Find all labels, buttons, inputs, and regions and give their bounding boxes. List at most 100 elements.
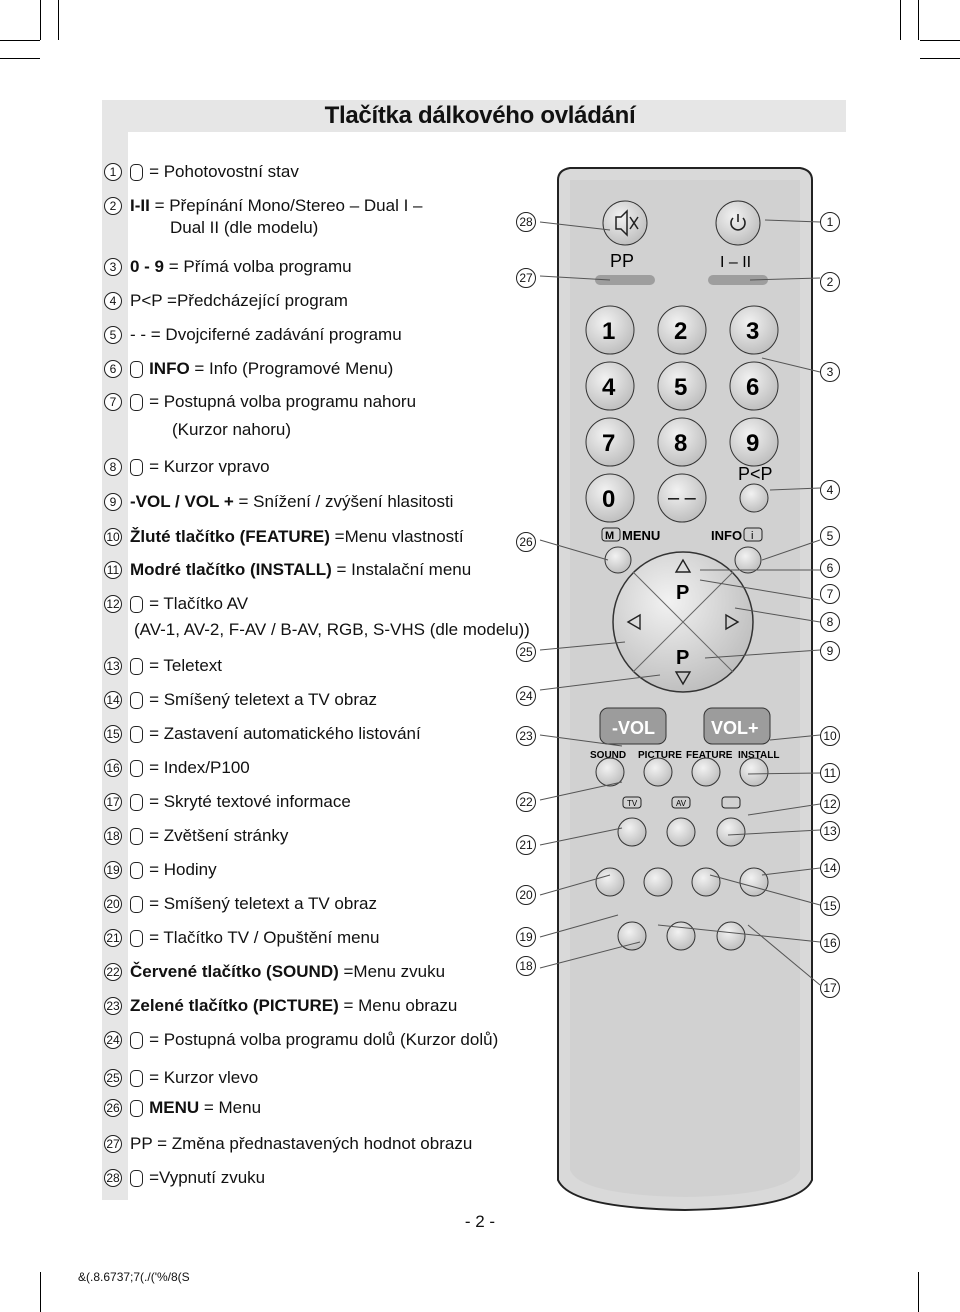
legend-continuation: (AV-1, AV-2, F-AV / B-AV, RGB, S-VHS (dl… — [134, 620, 530, 639]
power-icon — [130, 163, 144, 181]
legend-bold: Žluté tlačítko (FEATURE) — [130, 527, 330, 546]
legend-item: 24 = Postupná volba programu dolů (Kurzo… — [104, 1026, 498, 1054]
item-number: 9 — [104, 493, 122, 511]
install-button — [739, 757, 769, 787]
info-button — [734, 546, 762, 574]
item-number: 26 — [104, 1099, 122, 1117]
callout-number: 18 — [516, 956, 536, 976]
number-column-background — [102, 100, 128, 1200]
mix-button — [739, 867, 769, 897]
av-label: AV — [676, 799, 687, 808]
legend-bold: MENU — [149, 1098, 200, 1117]
digit-button-9 — [729, 417, 779, 467]
legend-item: 28 =Vypnutí zvuku — [104, 1164, 265, 1192]
sound-label: SOUND — [590, 750, 626, 761]
feature-button — [691, 757, 721, 787]
digit-button-6 — [729, 361, 779, 411]
vol-minus-button — [599, 707, 667, 745]
digit-button-8 — [657, 417, 707, 467]
av-button — [666, 817, 696, 847]
callout-number: 2 — [820, 272, 840, 292]
digit-label: 1 — [602, 318, 615, 345]
reveal-icon — [130, 793, 144, 811]
item-number: 12 — [104, 595, 122, 613]
size-icon — [130, 827, 144, 845]
callout-number: 14 — [820, 858, 840, 878]
digit-label: 8 — [674, 430, 687, 457]
standby-button — [715, 200, 761, 246]
item-number: 24 — [104, 1031, 122, 1049]
legend-item: 21 = Tlačítko TV / Opuštění menu — [104, 924, 379, 952]
mix-icon — [130, 691, 144, 709]
item-number: 21 — [104, 929, 122, 947]
hold-icon — [130, 725, 144, 743]
av-icon — [130, 595, 144, 613]
p-down-icon — [130, 1031, 144, 1049]
legend-text: =Menu zvuku — [338, 962, 446, 981]
callout-number: 22 — [516, 792, 536, 812]
callout-number: 27 — [516, 268, 536, 288]
power-icon — [730, 214, 746, 231]
item-number: 8 — [104, 458, 122, 476]
pp-label: PP — [610, 251, 634, 271]
legend-item: 18 = Zvětšení stránky — [104, 822, 288, 850]
info-i-label: i — [751, 530, 753, 542]
legend-item: 25 = Kurzor vlevo — [104, 1064, 258, 1092]
legend-text: = Postupná volba programu nahoru — [149, 392, 417, 411]
digit-label: 7 — [602, 430, 615, 457]
page-title: Tlačítka dálkového ovládání — [324, 102, 636, 129]
digit-label: 6 — [746, 374, 759, 401]
feature-label: FEATURE — [686, 750, 733, 761]
legend-item: 20 = Smíšený teletext a TV obraz — [104, 890, 377, 918]
dash-label: – – — [668, 487, 697, 509]
picture-button — [643, 757, 673, 787]
item-number: 28 — [104, 1169, 122, 1187]
item-number: 5 — [104, 326, 122, 344]
legend-bold: Červené tlačítko (SOUND) — [130, 962, 339, 981]
callout-number: 6 — [820, 558, 840, 578]
callout-number: 4 — [820, 480, 840, 500]
item-number: 16 — [104, 759, 122, 777]
callout-number: 16 — [820, 933, 840, 953]
menu-m-label: M — [605, 530, 614, 542]
footer-code: &(.8.6737;7(./('%/8(S — [78, 1270, 190, 1284]
callout-number: 28 — [516, 212, 536, 232]
mute-button — [602, 200, 648, 246]
legend-item: 22 Červené tlačítko (SOUND) =Menu zvuku — [104, 958, 445, 986]
legend-item: 8 = Kurzor vpravo — [104, 453, 270, 481]
legend-text: P<P =Předcházející program — [130, 291, 348, 310]
legend-bold: INFO — [149, 359, 190, 378]
item-number: 23 — [104, 997, 122, 1015]
page-number: - 2 - — [464, 1212, 496, 1231]
item-number: 13 — [104, 657, 122, 675]
item-number: 4 — [104, 292, 122, 310]
mute-icon — [130, 1169, 144, 1187]
p-up-icon — [130, 393, 144, 411]
callout-number: 7 — [820, 584, 840, 604]
legend-continuation: (Kurzor nahoru) — [172, 420, 292, 439]
legend-item: 9-VOL / VOL + = Snížení / zvýšení hlasit… — [104, 488, 453, 516]
callout-number: 20 — [516, 885, 536, 905]
legend-text: = Postupná volba programu dolů (Kurzor d… — [149, 1030, 499, 1049]
callout-number: 23 — [516, 726, 536, 746]
digit-button-1 — [585, 305, 635, 355]
crop-mark — [58, 0, 59, 40]
digit-button-7 — [585, 417, 635, 467]
pp-prev-label: P<P — [738, 464, 773, 484]
item-number: 22 — [104, 963, 122, 981]
legend-item: 16 = Index/P100 — [104, 754, 250, 782]
legend-text: = Menu — [199, 1098, 262, 1117]
legend-text: = Smíšený teletext a TV obraz — [149, 690, 377, 709]
digit-label: 2 — [674, 318, 687, 345]
callout-number: 10 — [820, 726, 840, 746]
digit-label: 3 — [746, 318, 759, 345]
legend-item: 15 = Zastavení automatického listování — [104, 720, 421, 748]
digit-label: 0 — [602, 486, 615, 513]
callout-number: 19 — [516, 927, 536, 947]
legend-item: 5- - = Dvojciferné zadávání programu — [104, 321, 402, 349]
mix2-icon — [130, 895, 144, 913]
